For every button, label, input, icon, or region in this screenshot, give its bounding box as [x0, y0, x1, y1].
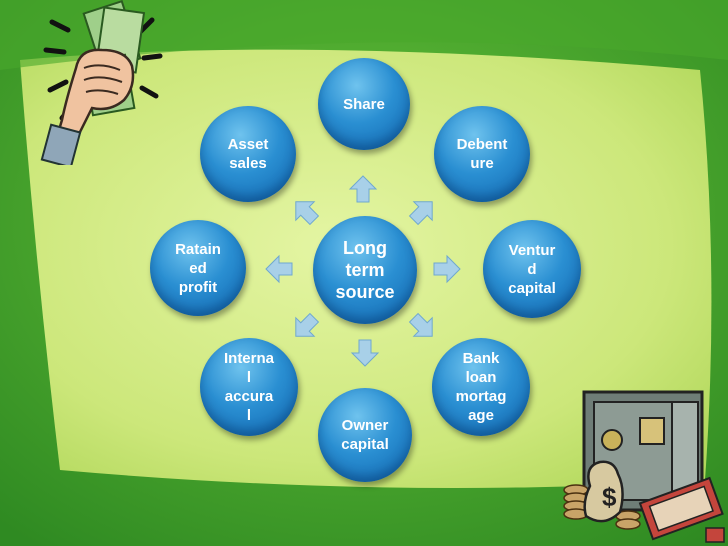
arrow-up-left-icon — [295, 201, 320, 226]
node-retained-profit: Ratain ed profit — [150, 220, 246, 316]
arrow-up-icon — [348, 175, 378, 203]
node-debenture: Debent ure — [434, 106, 530, 202]
node-owner-capital: Owner capital — [318, 388, 412, 482]
node-bank-loan: Bank loan mortag age — [432, 338, 530, 436]
node-venture-capital: Ventur d capital — [483, 220, 581, 318]
node-share: Share — [318, 58, 410, 150]
arrow-up-right-icon — [408, 201, 433, 226]
safe-money-icon: $ — [563, 390, 725, 543]
money-fist-icon — [40, 0, 163, 165]
node-internal-accrual: Interna l accura l — [200, 338, 298, 436]
node-long-term-source: Long term source — [313, 216, 417, 324]
arrow-right-icon — [433, 254, 461, 284]
arrow-down-icon — [350, 339, 380, 367]
arrow-down-right-icon — [408, 312, 433, 337]
svg-text:$: $ — [602, 482, 617, 512]
arrow-left-icon — [265, 254, 293, 284]
node-asset-sales: Asset sales — [200, 106, 296, 202]
arrow-down-left-icon — [295, 312, 320, 337]
